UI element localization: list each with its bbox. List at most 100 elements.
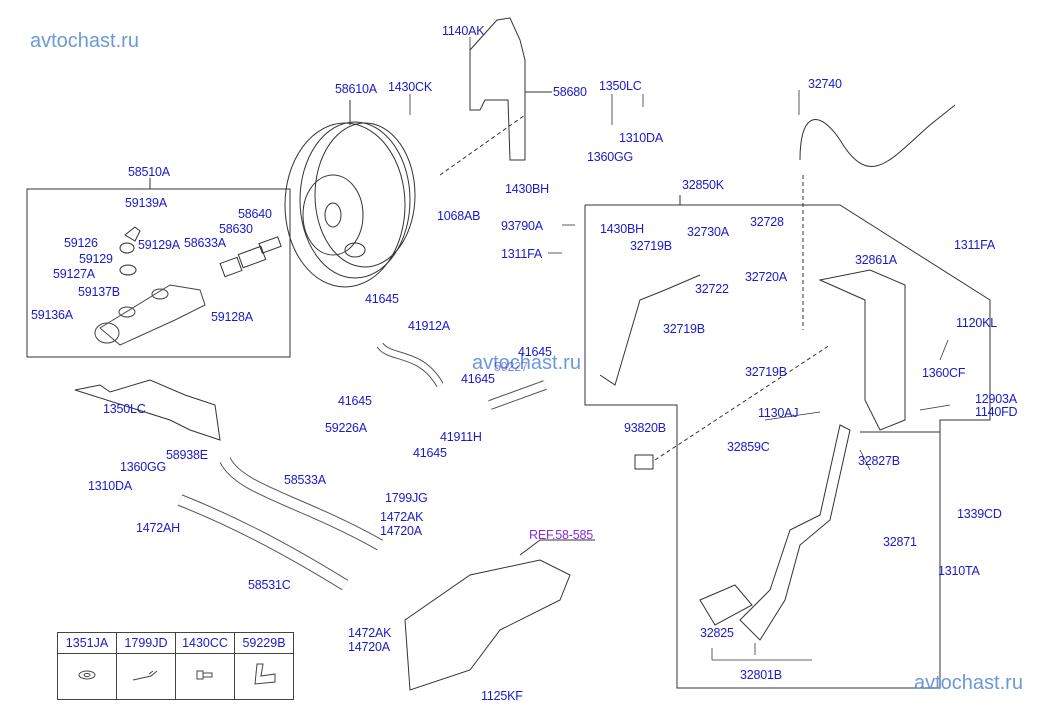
part-label[interactable]: 1799JG — [385, 491, 428, 505]
part-label[interactable]: 12903A — [975, 392, 1017, 406]
part-label[interactable]: 59129 — [79, 252, 113, 266]
part-label[interactable]: 41645 — [461, 372, 495, 386]
part-label[interactable]: 32719B — [630, 239, 672, 253]
part-label[interactable]: 58533A — [284, 473, 326, 487]
part-label[interactable]: 1360GG — [587, 150, 634, 164]
part-label[interactable]: 41911H — [440, 430, 482, 444]
watermark-bottom-right: avtochast.ru — [914, 672, 1023, 694]
part-label[interactable]: 1360CF — [922, 366, 966, 380]
part-label[interactable]: 32728 — [750, 215, 784, 229]
legend-header[interactable]: 1351JA — [57, 632, 117, 654]
clip-icon — [132, 670, 158, 681]
watermark-top-left: avtochast.ru — [30, 30, 139, 52]
grommet — [119, 264, 137, 276]
part-label[interactable]: 58633A — [184, 236, 226, 250]
reservoir-cap — [119, 226, 141, 254]
part-label[interactable]: 1339CD — [957, 507, 1002, 521]
part-label[interactable]: 59126 — [64, 236, 98, 250]
part-label[interactable]: 32719B — [745, 365, 787, 379]
part-label[interactable]: 1472AK — [380, 510, 424, 524]
part-label[interactable]: 32720A — [745, 270, 787, 284]
part-label[interactable]: 1430BH — [505, 182, 549, 196]
part-label[interactable]: 1125KF — [481, 689, 523, 703]
part-label[interactable]: 59129A — [138, 238, 180, 252]
part-label[interactable]: 58630 — [219, 222, 253, 236]
part-label[interactable]: 93790A — [501, 219, 543, 233]
part-label[interactable]: 1472AH — [136, 521, 180, 535]
part-label[interactable]: 93820B — [624, 421, 666, 435]
part-label[interactable]: 58510A — [128, 165, 170, 179]
part-label[interactable]: 59128A — [211, 310, 253, 324]
part-label[interactable]: 1350LC — [103, 402, 146, 416]
part-label[interactable]: 14720A — [348, 640, 390, 654]
part-label[interactable]: 32825 — [700, 626, 734, 640]
part-label[interactable]: 41912A — [408, 319, 450, 333]
brake-pedal-arm — [739, 424, 851, 641]
master-cylinder-group-box — [26, 188, 291, 358]
part-label[interactable]: 41645 — [518, 345, 552, 359]
part-label[interactable]: 32801B — [740, 668, 782, 682]
part-label[interactable]: 59127A — [53, 267, 95, 281]
part-label[interactable]: 1430CK — [388, 80, 432, 94]
part-label[interactable]: 58938E — [166, 448, 208, 462]
part-label[interactable]: 59137B — [78, 285, 120, 299]
reference-link[interactable]: REF.58-585 — [529, 528, 594, 542]
part-label[interactable]: 1068AB — [437, 209, 481, 223]
cable-32740 — [799, 104, 956, 167]
part-label[interactable]: 59139A — [125, 196, 167, 210]
watermark-center: avtochast.ru — [472, 352, 581, 374]
part-label[interactable]: 1350LC — [599, 79, 642, 93]
legend-header[interactable]: 1799JD — [116, 632, 176, 654]
brake-booster — [284, 121, 416, 288]
part-label[interactable]: 32719B — [663, 322, 705, 336]
part-label[interactable]: 1311FA — [501, 247, 542, 261]
part-label[interactable]: 58680 — [553, 85, 587, 99]
bolt-icon — [196, 670, 213, 680]
part-label[interactable]: 32861A — [855, 253, 897, 267]
part-label[interactable]: 59226A — [325, 421, 367, 435]
hose-elbow-icon — [254, 663, 276, 685]
part-label[interactable]: 1310DA — [88, 479, 132, 493]
part-label[interactable]: 41645 — [413, 446, 447, 460]
pedal-pad — [699, 584, 753, 626]
legend-header[interactable]: 1430CC — [175, 632, 235, 654]
part-label[interactable]: 1472AK — [348, 626, 392, 640]
part-label[interactable]: 41645 — [338, 394, 372, 408]
part-label[interactable]: 1430BH — [600, 222, 644, 236]
part-label[interactable]: 1311FA — [954, 238, 995, 252]
part-label[interactable]: 32740 — [808, 77, 842, 91]
brake-switch — [634, 454, 654, 470]
pedal-bracket — [818, 269, 906, 431]
washer-icon — [78, 670, 96, 680]
part-label[interactable]: 1310TA — [938, 564, 980, 578]
part-label[interactable]: 41645 — [365, 292, 399, 306]
part-label[interactable]: 1130AJ — [758, 406, 799, 420]
part-label[interactable]: 58610A — [335, 82, 377, 96]
bracket-58938E — [74, 379, 221, 441]
part-label[interactable]: 32859C — [727, 440, 770, 454]
legend-header[interactable]: 59229B — [234, 632, 294, 654]
part-label[interactable]: 58531C — [248, 578, 291, 592]
legend-table: 1351JA 1799JD 1430CC 59229B — [57, 632, 294, 700]
part-label[interactable]: 1120KL — [956, 316, 997, 330]
leader-lines — [409, 37, 951, 661]
piston-assembly — [219, 236, 282, 278]
part-label[interactable]: 1140FD — [975, 405, 1018, 419]
part-label[interactable]: 59227 — [494, 360, 528, 374]
part-label[interactable]: 1360GG — [120, 460, 167, 474]
part-label[interactable]: 14720A — [380, 524, 422, 538]
master-cylinder — [94, 284, 206, 346]
bracket-58680 — [469, 17, 526, 161]
part-label[interactable]: 32827B — [858, 454, 900, 468]
part-label[interactable]: 32850K — [682, 178, 724, 192]
part-label[interactable]: 32871 — [883, 535, 917, 549]
part-label[interactable]: 58640 — [238, 207, 272, 221]
part-label[interactable]: 32722 — [695, 282, 729, 296]
part-label[interactable]: 59136A — [31, 308, 73, 322]
part-label[interactable]: 32730A — [687, 225, 729, 239]
part-label[interactable]: 1310DA — [619, 131, 663, 145]
part-label[interactable]: 1140AK — [442, 24, 485, 38]
clutch-rod — [599, 274, 701, 386]
